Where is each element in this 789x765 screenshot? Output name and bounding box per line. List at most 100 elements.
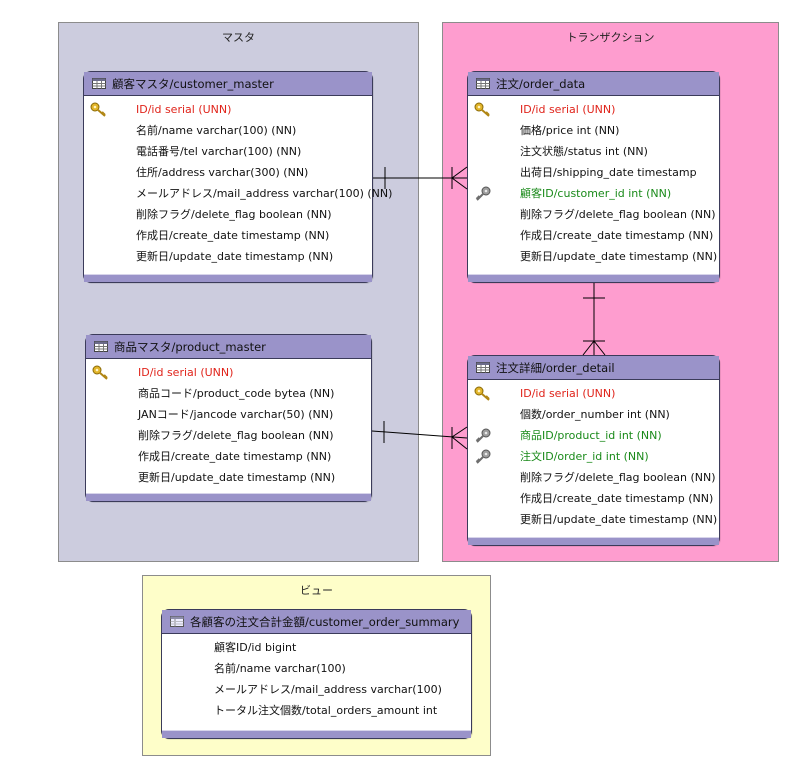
foreign-key-icon [475, 428, 491, 443]
column-row[interactable]: 削除フラグ/delete_flag boolean (NN) [468, 467, 719, 488]
column-row[interactable]: メールアドレス/mail_address varchar(100) [162, 679, 471, 700]
column-text: 注文ID/order_id int (NN) [520, 450, 649, 463]
view-icon [170, 616, 184, 627]
column-text: 作成日/create_date timestamp (NN) [138, 450, 332, 463]
column-text: 作成日/create_date timestamp (NN) [520, 492, 714, 505]
entity-columns: 顧客ID/id bigint 名前/name varchar(100) メールアドレ… [162, 634, 471, 721]
column-text: 個数/order_number int (NN) [520, 408, 670, 421]
entity-footer [468, 274, 719, 282]
column-row[interactable]: 個数/order_number int (NN) [468, 404, 719, 425]
column-text: トータル注文個数/total_orders_amount int [214, 704, 438, 717]
entity-title: 注文詳細/order_detail [496, 360, 615, 375]
foreign-key-icon [475, 186, 491, 201]
column-text: ID/id serial (UNN) [520, 103, 616, 116]
column-text: 更新日/update_date timestamp (NN) [136, 250, 334, 263]
column-row[interactable]: 作成日/create_date timestamp (NN) [84, 225, 372, 246]
column-row[interactable]: メールアドレス/mail_address varchar(100) (NN) [84, 183, 392, 204]
column-row[interactable]: 更新日/update_date timestamp (NN) [468, 509, 719, 530]
entity-order-detail[interactable]: 注文詳細/order_detail ID/id serial (UNN) 個数/o… [467, 355, 720, 546]
column-text: 電話番号/tel varchar(100) (NN) [136, 145, 302, 158]
entity-columns: ID/id serial (UNN) 商品コード/product_code byt… [86, 359, 371, 488]
entity-header[interactable]: 商品マスタ/product_master [86, 335, 371, 359]
group-transaction-title: トランザクション [566, 31, 655, 44]
column-row[interactable]: 顧客ID/customer_id int (NN) [468, 183, 719, 204]
column-row[interactable]: 削除フラグ/delete_flag boolean (NN) [468, 204, 719, 225]
column-row[interactable]: ID/id serial (UNN) [84, 99, 372, 120]
key-icon [474, 386, 490, 401]
column-row[interactable]: 注文状態/status int (NN) [468, 141, 719, 162]
group-master-title: マスタ [222, 31, 255, 44]
table-icon [476, 362, 490, 373]
column-row[interactable]: JANコード/jancode varchar(50) (NN) [86, 404, 371, 425]
column-row[interactable]: 住所/address varchar(300) (NN) [84, 162, 372, 183]
column-text: 価格/price int (NN) [520, 124, 620, 137]
column-row[interactable]: ID/id serial (UNN) [468, 99, 719, 120]
column-row[interactable]: 価格/price int (NN) [468, 120, 719, 141]
entity-header[interactable]: 注文/order_data [468, 72, 719, 96]
column-row[interactable]: 更新日/update_date timestamp (NN) [86, 467, 371, 488]
column-row[interactable]: 削除フラグ/delete_flag boolean (NN) [84, 204, 372, 225]
foreign-key-icon [475, 449, 491, 464]
column-text: 削除フラグ/delete_flag boolean (NN) [136, 208, 332, 221]
column-text: 更新日/update_date timestamp (NN) [138, 471, 336, 484]
entity-header[interactable]: 注文詳細/order_detail [468, 356, 719, 380]
column-row[interactable]: 出荷日/shipping_date timestamp [468, 162, 719, 183]
key-icon [90, 102, 106, 117]
entity-title: 各顧客の注文合計金額/customer_order_summary [190, 614, 460, 629]
table-icon [92, 78, 106, 89]
column-row[interactable]: 名前/name varchar(100) (NN) [84, 120, 372, 141]
entity-header[interactable]: 顧客マスタ/customer_master [84, 72, 372, 96]
column-text: JANコード/jancode varchar(50) (NN) [138, 408, 334, 421]
entity-product-master[interactable]: 商品マスタ/product_master ID/id serial (UNN) 商… [85, 334, 372, 502]
column-text: 更新日/update_date timestamp (NN) [520, 513, 718, 526]
column-text: メールアドレス/mail_address varchar(100) (NN) [136, 187, 393, 200]
column-row[interactable]: 更新日/update_date timestamp (NN) [468, 246, 719, 267]
column-text: 商品ID/product_id int (NN) [520, 429, 662, 442]
column-text: 出荷日/shipping_date timestamp [520, 166, 697, 179]
column-row[interactable]: 電話番号/tel varchar(100) (NN) [84, 141, 372, 162]
column-row[interactable]: 作成日/create_date timestamp (NN) [468, 488, 719, 509]
group-view-title: ビュー [300, 584, 333, 597]
column-row[interactable]: トータル注文個数/total_orders_amount int [162, 700, 471, 721]
column-row[interactable]: ID/id serial (UNN) [468, 383, 719, 404]
column-row[interactable]: 商品ID/product_id int (NN) [468, 425, 719, 446]
column-text: 更新日/update_date timestamp (NN) [520, 250, 718, 263]
column-row[interactable]: 顧客ID/id bigint [162, 637, 471, 658]
column-text: 顧客ID/id bigint [214, 641, 297, 654]
column-text: 作成日/create_date timestamp (NN) [520, 229, 714, 242]
column-text: 注文状態/status int (NN) [520, 145, 648, 158]
entity-footer [162, 730, 471, 738]
column-text: メールアドレス/mail_address varchar(100) [214, 683, 442, 696]
column-text: ID/id serial (UNN) [136, 103, 232, 116]
column-text: ID/id serial (UNN) [138, 366, 234, 379]
column-text: 商品コード/product_code bytea (NN) [138, 387, 335, 400]
entity-columns: ID/id serial (UNN) 価格/price int (NN) 注文状態/… [468, 96, 719, 267]
table-icon [476, 78, 490, 89]
column-text: 削除フラグ/delete_flag boolean (NN) [520, 208, 716, 221]
entity-columns: ID/id serial (UNN) 個数/order_number int (N… [468, 380, 719, 530]
entity-customer-master[interactable]: 顧客マスタ/customer_master ID/id serial (UNN)… [83, 71, 392, 283]
entity-header[interactable]: 各顧客の注文合計金額/customer_order_summary [162, 610, 471, 634]
column-text: 作成日/create_date timestamp (NN) [136, 229, 330, 242]
column-row[interactable]: 作成日/create_date timestamp (NN) [86, 446, 371, 467]
column-row[interactable]: 削除フラグ/delete_flag boolean (NN) [86, 425, 371, 446]
table-icon [94, 341, 108, 352]
column-text: 住所/address varchar(300) (NN) [136, 166, 309, 179]
column-text: 顧客ID/customer_id int (NN) [520, 187, 672, 200]
column-text: ID/id serial (UNN) [520, 387, 616, 400]
entity-title: 顧客マスタ/customer_master [112, 76, 274, 91]
column-row[interactable]: 名前/name varchar(100) [162, 658, 471, 679]
column-row[interactable]: 作成日/create_date timestamp (NN) [468, 225, 719, 246]
entity-order-data[interactable]: 注文/order_data ID/id serial (UNN) 価格/price… [467, 71, 720, 283]
entity-customer-order-summary[interactable]: 各顧客の注文合計金額/customer_order_summary 顧客ID/i… [161, 609, 472, 739]
column-text: 名前/name varchar(100) [214, 662, 346, 675]
entity-title: 注文/order_data [496, 76, 586, 91]
column-text: 削除フラグ/delete_flag boolean (NN) [138, 429, 334, 442]
column-row[interactable]: ID/id serial (UNN) [86, 362, 371, 383]
column-text: 名前/name varchar(100) (NN) [136, 124, 297, 137]
column-row[interactable]: 注文ID/order_id int (NN) [468, 446, 719, 467]
column-row[interactable]: 更新日/update_date timestamp (NN) [84, 246, 372, 267]
column-row[interactable]: 商品コード/product_code bytea (NN) [86, 383, 371, 404]
key-icon [92, 365, 108, 380]
key-icon [474, 102, 490, 117]
